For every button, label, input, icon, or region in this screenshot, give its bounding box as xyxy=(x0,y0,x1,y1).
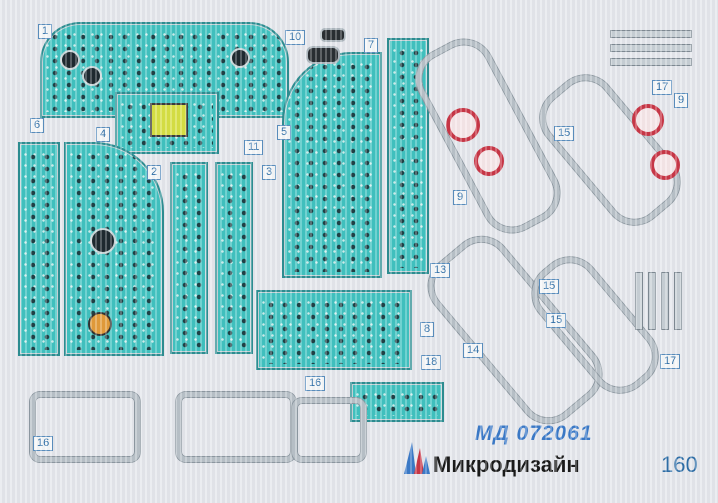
part-label-6: 6 xyxy=(30,118,45,133)
frame-part-16-right xyxy=(292,398,366,462)
part-label-17a: 17 xyxy=(652,80,673,95)
part-label-10: 10 xyxy=(285,30,306,45)
part-label-17b: 17 xyxy=(660,354,681,369)
page-number: 160 xyxy=(661,452,698,477)
yellow-indicator-block xyxy=(150,103,188,137)
strip-17-top-1 xyxy=(610,30,692,38)
red-handle-9b xyxy=(632,104,664,136)
part-label-4: 4 xyxy=(96,127,111,142)
part-label-1: 1 xyxy=(38,24,53,39)
frame-part-16-left xyxy=(30,392,140,462)
part-label-3: 3 xyxy=(262,165,277,180)
gauge-3 xyxy=(230,48,250,68)
red-handle-9c xyxy=(474,146,504,176)
part-label-13: 13 xyxy=(430,263,451,278)
part-label-15c: 15 xyxy=(546,313,567,328)
part-label-15a: 15 xyxy=(554,126,575,141)
part-label-5: 5 xyxy=(277,125,292,140)
right-console-panel xyxy=(282,52,382,278)
part-label-14: 14 xyxy=(463,343,484,358)
small-part-10 xyxy=(306,46,340,64)
sheet-code: МД 072061 xyxy=(475,422,593,445)
part-label-7: 7 xyxy=(364,38,379,53)
strip-17-bottom-2 xyxy=(648,272,656,330)
part-label-9b: 9 xyxy=(453,190,468,205)
strip-17-bottom-4 xyxy=(674,272,682,330)
left-console-panel xyxy=(64,142,164,356)
strip-17-bottom-1 xyxy=(635,272,643,330)
strip-17-top-2 xyxy=(610,44,692,52)
small-part-10b xyxy=(320,28,346,42)
part-label-11: 11 xyxy=(244,140,264,155)
part-label-16b: 16 xyxy=(305,376,326,391)
part-label-2: 2 xyxy=(147,165,162,180)
red-handle-9a xyxy=(446,108,480,142)
part-label-18: 18 xyxy=(421,355,442,370)
part-label-8: 8 xyxy=(420,322,435,337)
part-label-9a: 9 xyxy=(674,93,689,108)
manufacturer-name: Микродизайн xyxy=(433,452,580,477)
orange-knob xyxy=(88,312,112,336)
gauge-1 xyxy=(60,50,80,70)
part-label-15b: 15 xyxy=(539,279,560,294)
frame-part-16-mid xyxy=(176,392,296,462)
microdesign-logo-icon xyxy=(404,442,430,474)
gauge-4 xyxy=(90,228,116,254)
strip-17-bottom-3 xyxy=(661,272,669,330)
narrow-panel-2 xyxy=(170,162,208,354)
side-panel-6 xyxy=(18,142,60,356)
gauge-2 xyxy=(82,66,102,86)
narrow-panel-3 xyxy=(215,162,253,354)
part-label-16a: 16 xyxy=(33,436,54,451)
tall-panel-7 xyxy=(387,38,429,274)
strip-17-top-3 xyxy=(610,58,692,66)
lower-center-panel xyxy=(256,290,412,370)
red-handle-9d xyxy=(650,150,680,180)
